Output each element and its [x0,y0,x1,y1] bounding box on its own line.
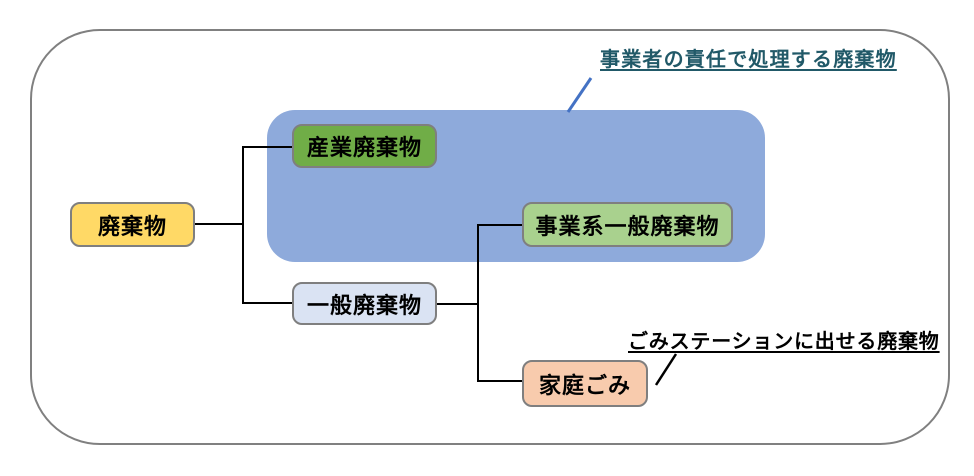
node-business-general-waste-label: 事業系一般廃棄物 [535,213,720,239]
connector-general-to-branch [437,303,477,305]
outer-border-frame [30,29,950,445]
connector-to-business-general [479,224,522,226]
node-business-general-waste: 事業系一般廃棄物 [522,202,733,247]
node-household-garbage: 家庭ごみ [522,360,648,407]
connector-to-general [244,302,292,304]
node-waste-label: 廃棄物 [97,213,167,239]
annotation-business-responsibility: 事業者の責任で処理する廃棄物 [600,49,897,71]
node-waste: 廃棄物 [70,202,195,247]
node-industrial-waste: 産業廃棄物 [292,124,437,168]
connector-to-industrial [244,146,292,148]
node-general-waste: 一般廃棄物 [292,282,437,325]
connector-to-household [479,380,522,382]
connector-branch1-vertical [242,146,244,304]
connector-root-to-branch [195,223,243,225]
connector-branch2-vertical [477,224,479,382]
node-industrial-waste-label: 産業廃棄物 [306,135,422,160]
node-general-waste-label: 一般廃棄物 [306,292,422,318]
annotation-garbage-station: ごみステーションに出せる廃棄物 [628,331,940,353]
node-household-garbage-label: 家庭ごみ [538,372,631,398]
